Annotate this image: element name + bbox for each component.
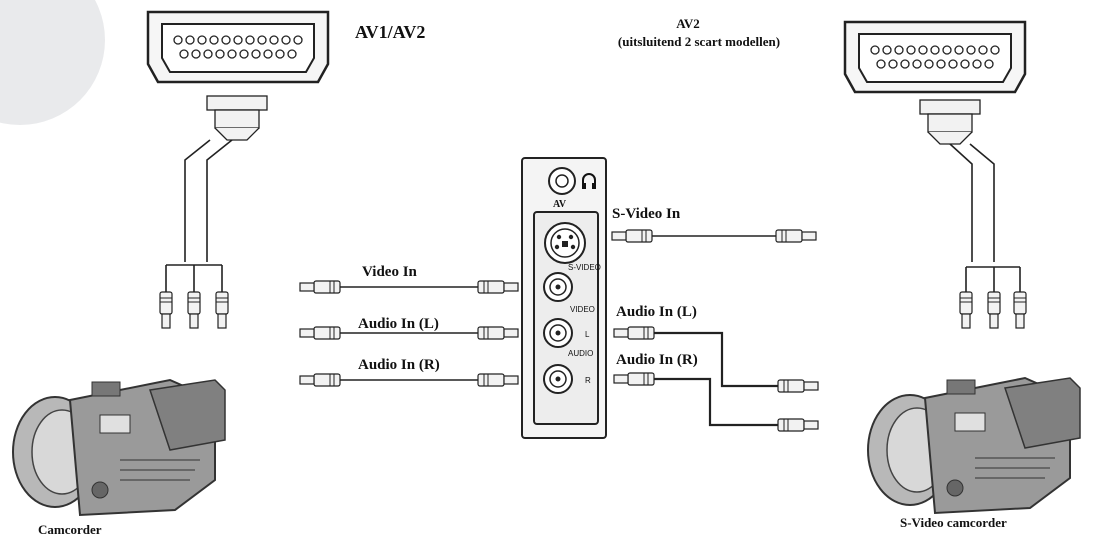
jack-label-video: VIDEO	[570, 305, 595, 314]
rca-plug-icon	[613, 326, 655, 340]
jack-label-r: R	[585, 376, 591, 385]
rca-plug-icon	[1013, 291, 1027, 329]
rca-plug-icon	[215, 291, 229, 329]
label-audio-in-l-right: Audio In (L)	[616, 304, 697, 320]
jack-label-l: L	[585, 330, 590, 339]
label-av1-av2: AV1/AV2	[355, 22, 425, 42]
label-camcorder: Camcorder	[38, 522, 102, 537]
rca-plug-icon	[613, 372, 655, 386]
headphone-icon	[582, 173, 596, 189]
rca-plug-icon	[477, 280, 519, 294]
label-video-in: Video In	[362, 264, 418, 280]
rca-plug-icon	[777, 379, 819, 393]
rca-plug-icon	[959, 291, 973, 329]
svideo-jack-icon	[544, 222, 586, 264]
label-svideo-camcorder: S-Video camcorder	[900, 515, 1007, 530]
decorative-circle	[0, 0, 105, 125]
scart-plug-right	[919, 99, 981, 145]
label-audio-in-r-left: Audio In (R)	[358, 357, 440, 373]
camcorder-icon	[12, 379, 226, 516]
rca-plug-icon	[299, 326, 341, 340]
rca-plug-icon	[299, 280, 341, 294]
label-av: AV	[553, 199, 567, 210]
rca-plug-icon	[775, 229, 817, 243]
label-audio-in-r-right: Audio In (R)	[616, 352, 698, 368]
av-side-panel: AV S-VIDEO VIDEO L AUDIO R	[521, 157, 607, 439]
label-svideo-in: S-Video In	[612, 206, 681, 222]
rca-plug-icon	[187, 291, 201, 329]
rca-plug-icon	[159, 291, 173, 329]
rca-plug-icon	[299, 373, 341, 387]
camcorder-icon	[867, 377, 1081, 514]
rca-plug-icon	[777, 418, 819, 432]
rca-plug-icon	[611, 229, 653, 243]
label-av2: AV2	[676, 16, 700, 31]
rca-plug-icon	[477, 373, 519, 387]
rca-plug-icon	[987, 291, 1001, 329]
jack-label-audio: AUDIO	[568, 349, 593, 358]
jack-label-svideo: S-VIDEO	[568, 263, 601, 272]
label-av2-note: (uitsluitend 2 scart modellen)	[618, 34, 780, 49]
rca-plug-icon	[477, 326, 519, 340]
scart-plug-left	[206, 95, 268, 141]
label-audio-in-l-left: Audio In (L)	[358, 316, 439, 332]
scart-connector-icon	[146, 10, 330, 84]
scart-connector-icon	[843, 20, 1027, 94]
